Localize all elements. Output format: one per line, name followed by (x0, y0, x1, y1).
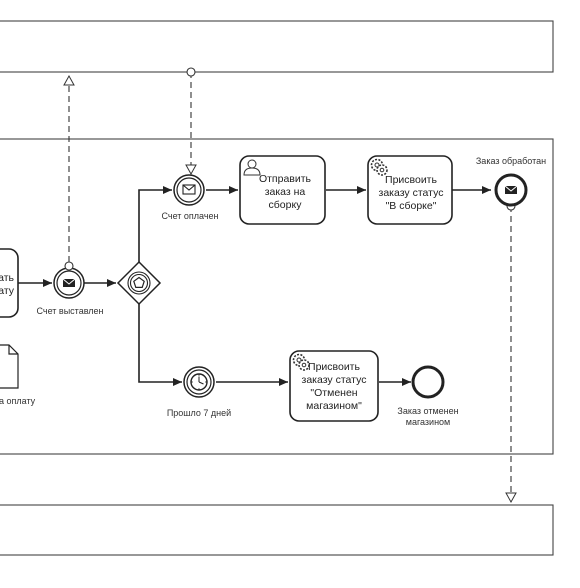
event-label: Счет оплачен (161, 211, 218, 221)
data-object-label: а оплату (0, 396, 36, 406)
task-send-to-assembly[interactable]: Отправить заказ на сборку (239, 155, 326, 225)
task-label-line4: магазином" (306, 400, 362, 412)
gear-icon (292, 353, 310, 371)
top-pool[interactable] (0, 20, 554, 73)
task-label-line2: заказ на (265, 186, 306, 198)
event-label-line2: магазином (406, 417, 451, 427)
gear-icon (370, 158, 388, 176)
message-flow-origin-dot (186, 67, 196, 77)
timer-event-seven-days[interactable]: Прошло 7 дней (167, 366, 231, 418)
task-label-line1: Присвоить (385, 174, 437, 186)
envelope-filled-icon (504, 185, 518, 194)
data-object-partial[interactable]: а оплату (0, 344, 36, 406)
partial-task-label-line2: лату (0, 285, 15, 297)
task-label-line3: сборку (269, 199, 303, 211)
pentagon-icon (133, 276, 145, 288)
bottom-pool[interactable] (0, 504, 554, 556)
task-label-line2: заказу статус (302, 374, 367, 386)
end-event-order-cancelled[interactable]: Заказ отменен магазином (397, 365, 459, 427)
user-icon (243, 159, 261, 176)
partial-task-left[interactable]: ать лату (0, 248, 19, 318)
event-label: Прошло 7 дней (167, 408, 231, 418)
envelope-filled-icon (62, 278, 76, 287)
sequence-flow[interactable] (138, 304, 182, 386)
event-label: Заказ обработан (476, 156, 546, 166)
end-event-order-processed[interactable]: Заказ обработан (476, 156, 546, 207)
event-invoice-paid[interactable]: Счет оплачен (161, 174, 219, 221)
partial-task-label-line1: ать (0, 272, 15, 284)
task-assign-status-cancelled[interactable]: Присвоить заказу статус "Отменен магазин… (289, 350, 379, 422)
clock-icon (190, 373, 208, 391)
task-label-line3: "Отменен (310, 387, 357, 399)
task-label-line1: Присвоить (308, 361, 360, 373)
task-assign-status-assembly[interactable]: Присвоить заказу статус "В сборке" (367, 155, 453, 225)
sequence-flow[interactable] (138, 186, 172, 262)
task-label-line2: заказу статус (379, 187, 444, 199)
envelope-outline-icon (182, 184, 196, 195)
event-based-gateway[interactable] (116, 260, 162, 306)
event-label-line1: Заказ отменен (397, 406, 458, 416)
event-invoice-issued[interactable]: Счет выставлен (37, 261, 104, 316)
task-label-line1: Отправить (259, 173, 312, 185)
event-label: Счет выставлен (37, 306, 104, 316)
task-label-line3: "В сборке" (386, 200, 437, 212)
